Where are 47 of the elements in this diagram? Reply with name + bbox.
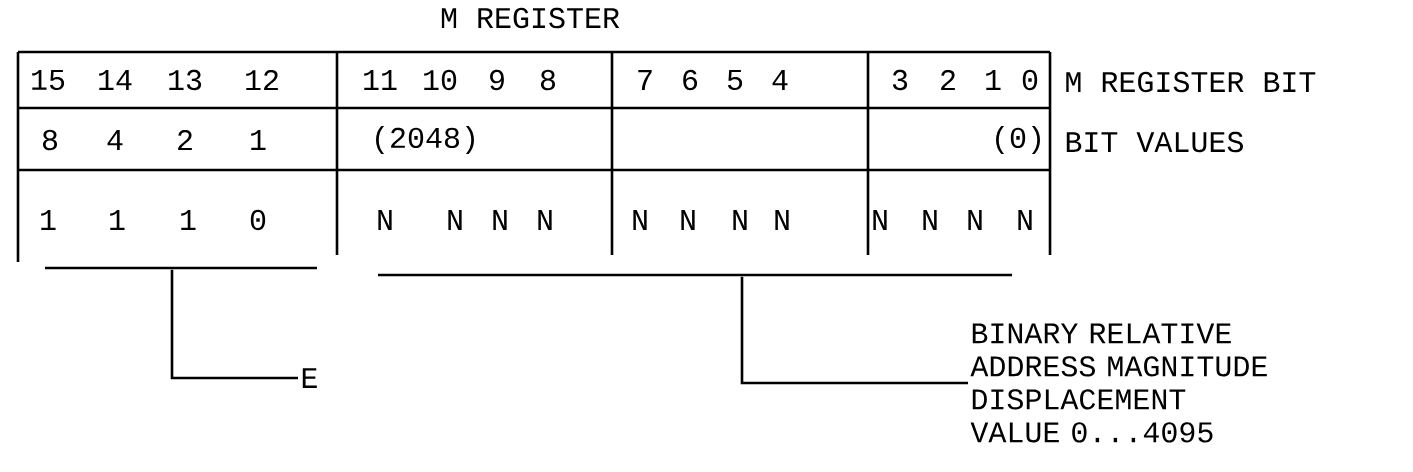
bit-code: N <box>538 210 552 230</box>
underline-bracket <box>45 266 317 270</box>
bit-code: N <box>873 210 887 230</box>
bit-number: 4 <box>772 70 788 90</box>
bit-code: N <box>775 210 789 230</box>
bit-number: 8 <box>540 69 556 91</box>
bit-number: 1 <box>986 70 1001 90</box>
bit-code: N <box>968 210 982 230</box>
bit-number: 10 <box>424 69 457 91</box>
bit-code: 1 <box>41 210 56 230</box>
bit-code: N <box>633 210 647 230</box>
bit-code: N <box>681 210 695 230</box>
leader-line <box>170 269 298 380</box>
bit-number: 3 <box>892 69 908 91</box>
bit-number: 5 <box>727 70 743 90</box>
row-label: M REGISTER BIT <box>1066 71 1316 93</box>
bit-number: 7 <box>638 70 652 90</box>
table-title: M REGISTER <box>441 7 620 29</box>
bit-code: 1 <box>181 210 196 230</box>
bit-code: 0 <box>250 209 266 231</box>
bit-value: 4 <box>107 130 123 150</box>
bit-value: 2 <box>178 129 192 151</box>
bit-code: N <box>1018 210 1032 230</box>
bit-value: (2048) <box>376 126 474 154</box>
bit-number: 12 <box>246 69 278 91</box>
bit-number: 15 <box>32 70 65 90</box>
bit-number: 0 <box>1022 69 1038 91</box>
bit-code: 1 <box>110 210 125 230</box>
bit-number: 11 <box>364 70 397 90</box>
bit-value: 8 <box>42 129 58 151</box>
bit-code: N <box>448 210 462 230</box>
bit-number: 14 <box>99 70 132 90</box>
bit-code: N <box>923 210 937 230</box>
bit-code: N <box>733 210 747 230</box>
bit-value: (0) <box>996 126 1040 154</box>
bit-code: N <box>378 210 392 230</box>
leader-line <box>740 276 968 385</box>
bit-number: 13 <box>169 69 202 91</box>
bit-number: 6 <box>683 69 698 91</box>
bit-code: N <box>493 210 507 230</box>
description-text: BINARY RELATIVE ADDRESS MAGNITUDE DISPLACEMENT VALUE 0...4095 <box>970 323 1267 443</box>
bit-number: 9 <box>490 69 504 91</box>
bit-value: 1 <box>251 130 266 150</box>
row-label: BIT VALUES <box>1066 131 1243 153</box>
bit-number: 2 <box>941 69 955 91</box>
field-label: E <box>302 368 317 388</box>
underline-bracket <box>378 273 1012 277</box>
